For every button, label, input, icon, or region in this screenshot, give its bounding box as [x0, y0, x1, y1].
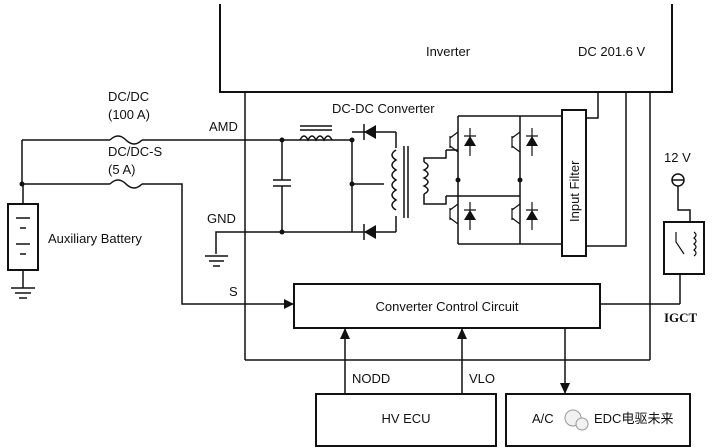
fuse-main-label: DC/DC [108, 89, 149, 104]
fuse-main-rating: (100 A) [108, 107, 150, 122]
dc-bus-positive [586, 92, 599, 119]
relay-switch-icon [675, 232, 685, 255]
battery-icon [7, 203, 39, 271]
fuse-s-icon [109, 179, 143, 189]
amd-label: AMD [209, 119, 238, 134]
wechat-icon [575, 417, 589, 431]
watermark: EDC电驱未来 [564, 409, 673, 431]
s-arrow-icon [284, 299, 294, 309]
h-bridge [446, 115, 538, 245]
transformer-primary-icon [422, 161, 429, 195]
primary-top-wire [423, 150, 447, 162]
freewheel-diode-wire [526, 128, 538, 156]
ac-block [505, 393, 691, 447]
igbt-icon [511, 131, 521, 153]
nodd-label: NODD [352, 371, 390, 386]
junction-dot [349, 137, 355, 143]
input-filter-label: Input Filter [567, 160, 582, 222]
fuse-s-rating: (5 A) [108, 162, 135, 177]
control-circuit-label: Converter Control Circuit [375, 299, 518, 314]
diode-bottom-icon [364, 225, 376, 239]
fuse-s-label: DC/DC-S [108, 144, 162, 159]
junction-dot [279, 137, 285, 143]
nodd-arrow-icon [340, 328, 350, 339]
dc-voltage-label: DC 201.6 V [578, 44, 646, 59]
junction-dot [517, 177, 523, 183]
relay-icon [663, 221, 705, 275]
gnd-label: GND [207, 211, 236, 226]
v12-label: 12 V [664, 150, 691, 165]
relay-coil-icon [693, 231, 697, 257]
input-filter-block [561, 109, 587, 257]
watermark-text: EDC电驱未来 [594, 411, 673, 426]
igbt-icon [511, 203, 521, 225]
primary-bottom-wire [423, 194, 447, 205]
ac-arrow-icon [560, 383, 570, 394]
control-circuit-block [293, 283, 601, 329]
fuse-main-icon [109, 135, 143, 145]
dc-bus-negative [586, 92, 627, 247]
inverter-label: Inverter [426, 44, 471, 59]
dcdc-converter-label: DC-DC Converter [332, 101, 435, 116]
vlo-arrow-icon [457, 328, 467, 339]
ac-label: A/C [532, 411, 554, 426]
relay-supply-wire [677, 186, 691, 222]
s-label: S [229, 284, 238, 299]
junction-dot [455, 177, 461, 183]
gnd-wire [215, 231, 352, 254]
freewheel-diode-wire [526, 202, 538, 230]
hv-ecu-label: HV ECU [381, 411, 430, 426]
diode-top-icon [364, 125, 376, 139]
freewheel-diode-wire [464, 128, 476, 156]
junction-dot [279, 229, 285, 235]
vlo-label: VLO [469, 371, 495, 386]
freewheel-diode-wire [464, 202, 476, 230]
igbt-icon [449, 203, 459, 225]
battery-label: Auxiliary Battery [48, 231, 142, 246]
igbt-icon [449, 131, 459, 153]
s-wire-right [142, 183, 294, 305]
hv-ecu-block [315, 393, 497, 447]
transformer-secondary-icon [391, 149, 398, 211]
inverter-block [219, 4, 673, 93]
inductor-icon [299, 135, 333, 142]
igct-label: IGCT [664, 310, 698, 325]
